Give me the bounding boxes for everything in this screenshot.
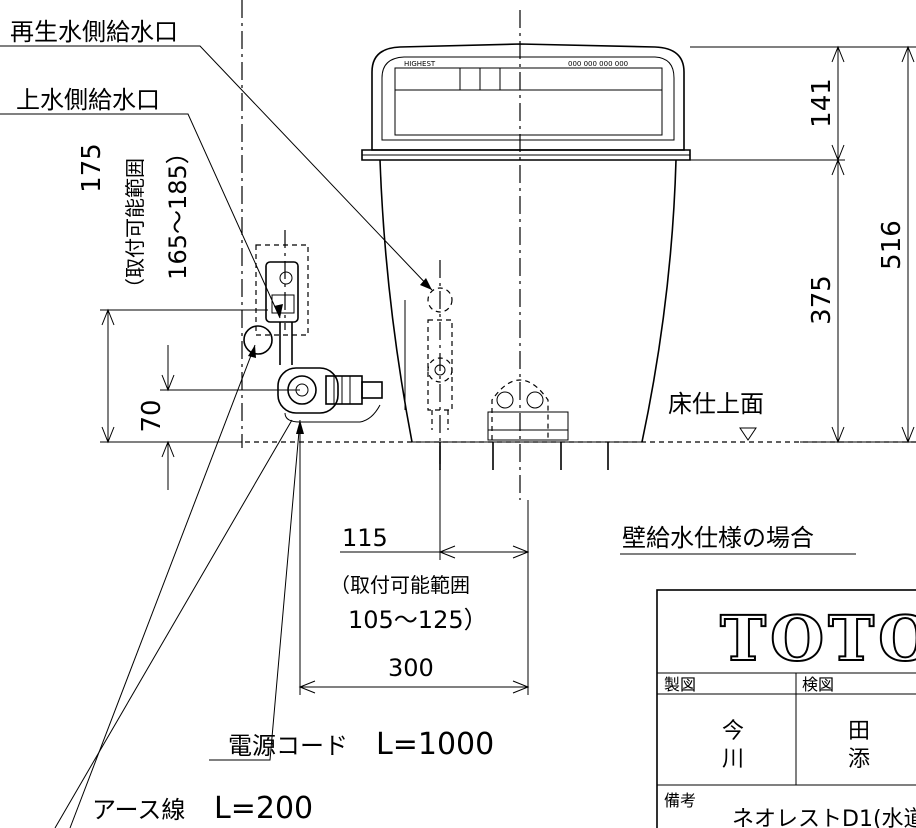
dim-70-arrow-top bbox=[161, 374, 175, 392]
dim-115: 115 bbox=[342, 524, 388, 552]
supply-pipe-connector bbox=[277, 367, 383, 423]
checked-name-2: 添 bbox=[848, 747, 870, 772]
leader-clean-inlet bbox=[0, 113, 281, 319]
earth-wire-length: L=200 bbox=[214, 791, 313, 826]
wall-supply-case-label: 壁給水仕様の場合 bbox=[622, 524, 814, 552]
checked-label: 検図 bbox=[802, 675, 834, 694]
earth-wire-label: アース線 bbox=[92, 796, 185, 824]
dim-516: 516 bbox=[877, 220, 907, 270]
remarks-text: ネオレストD1(水道 bbox=[732, 807, 916, 828]
floor-level-marker bbox=[739, 427, 757, 441]
range-vertical-label: （取付可能範囲 bbox=[123, 158, 147, 298]
range-horizontal-label: （取付可能範囲 bbox=[330, 573, 470, 597]
toilet-bowl bbox=[379, 159, 677, 443]
dim-70: 70 bbox=[137, 399, 167, 432]
dim-70-arrow-bottom bbox=[161, 440, 175, 458]
leader-recycled-inlet bbox=[0, 45, 433, 291]
dim-175: 175 bbox=[77, 143, 107, 193]
dim-300: 300 bbox=[388, 654, 434, 682]
leader-earth-wire bbox=[69, 344, 256, 828]
panel-label-left: HIGHEST bbox=[404, 60, 436, 68]
anchor-bolts bbox=[439, 442, 609, 470]
toilet-lid: HIGHEST 000 000 000 000 bbox=[361, 43, 691, 161]
drawn-label: 製図 bbox=[664, 675, 696, 694]
recycled-inlet-label: 再生水側給水口 bbox=[10, 18, 178, 46]
range-horizontal-values: 105～125） bbox=[348, 606, 488, 634]
clean-inlet-label: 上水側給水口 bbox=[16, 86, 160, 114]
checked-name-1: 田 bbox=[848, 719, 870, 744]
power-cord-length: L=1000 bbox=[376, 727, 494, 762]
drawn-name-1: 今 bbox=[722, 719, 744, 744]
remarks-label: 備考 bbox=[664, 791, 696, 810]
title-block: TOTO 製図 今 川 検図 田 添 備考 ネオレストD1(水道 bbox=[656, 589, 916, 828]
brand-logo: TOTO bbox=[720, 602, 916, 675]
power-cord-label: 電源コード bbox=[228, 732, 348, 760]
leader-power-cord bbox=[209, 419, 301, 761]
clean-water-valve bbox=[243, 244, 309, 365]
dim-375: 375 bbox=[807, 275, 837, 325]
dim-141: 141 bbox=[807, 78, 837, 128]
panel-label-right: 000 000 000 000 bbox=[568, 60, 628, 68]
floor-finish-label: 床仕上面 bbox=[668, 390, 764, 418]
recycled-water-valve bbox=[427, 287, 453, 430]
floor-bracket bbox=[487, 379, 569, 441]
range-vertical-values: 165～185） bbox=[164, 140, 192, 280]
drawn-name-2: 川 bbox=[722, 747, 744, 772]
